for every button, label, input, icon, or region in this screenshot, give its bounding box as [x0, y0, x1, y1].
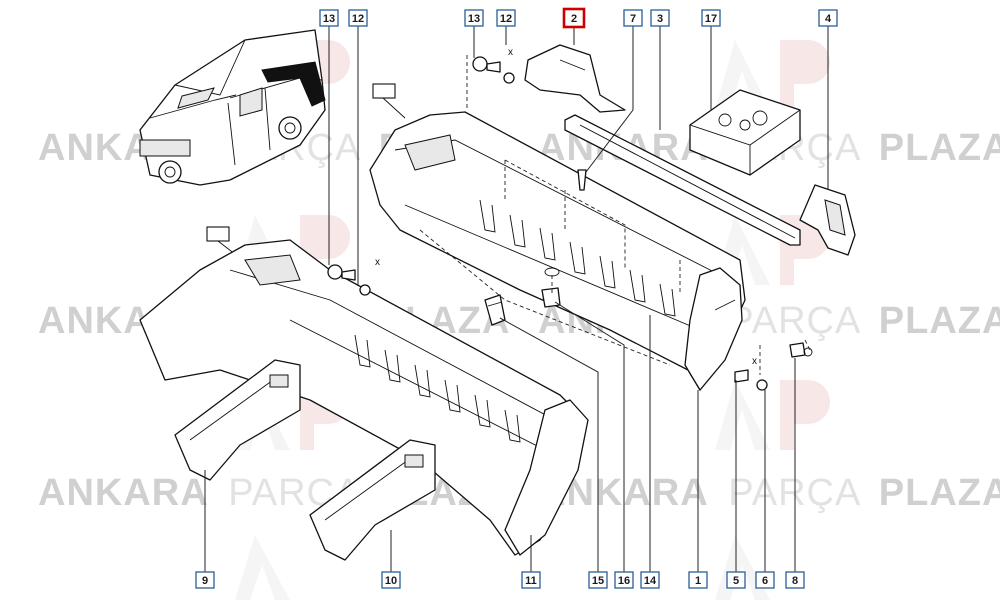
- fastener-top: [472, 56, 515, 84]
- screw-part-7: [577, 169, 587, 191]
- callout-13-top-left[interactable]: 13: [319, 9, 339, 27]
- callout-16[interactable]: 16: [614, 571, 634, 589]
- svg-text:11: 11: [525, 575, 537, 587]
- watermark-logo-6: [715, 380, 830, 450]
- callout-6[interactable]: 6: [755, 571, 775, 589]
- svg-text:3: 3: [657, 13, 663, 25]
- svg-text:4: 4: [825, 13, 832, 25]
- callout-10[interactable]: 10: [381, 571, 401, 589]
- callout-13-top[interactable]: 13: [464, 9, 484, 27]
- x-mark-right: x: [752, 356, 757, 367]
- watermark-logo-2: [715, 40, 830, 110]
- callout-2-highlighted[interactable]: 2: [562, 7, 586, 29]
- svg-text:14: 14: [644, 575, 657, 587]
- reference-tag-lower: [206, 226, 241, 259]
- svg-text:16: 16: [618, 575, 630, 587]
- callout-15[interactable]: 15: [588, 571, 608, 589]
- svg-text:10: 10: [385, 575, 397, 587]
- watermark-row-3-right: ANKARA PARÇA PLAZA: [538, 472, 1000, 514]
- svg-text:1: 1: [695, 575, 701, 587]
- callout-7[interactable]: 7: [623, 9, 643, 27]
- svg-text:7: 7: [630, 13, 636, 25]
- svg-text:5: 5: [733, 575, 739, 587]
- x-mark-left: x: [375, 257, 380, 268]
- svg-text:2: 2: [571, 13, 577, 25]
- svg-text:8: 8: [792, 575, 798, 587]
- svg-text:13: 13: [468, 13, 480, 25]
- callout-1[interactable]: 1: [688, 571, 708, 589]
- callout-11[interactable]: 11: [521, 571, 541, 589]
- side-bracket-part-2: [524, 44, 626, 113]
- rear-bumper-assembly: [369, 111, 746, 391]
- callout-5[interactable]: 5: [726, 571, 746, 589]
- svg-text:15: 15: [592, 575, 604, 587]
- side-panel-part-9: [174, 359, 301, 481]
- svg-text:12: 12: [352, 13, 364, 25]
- upper-reinforcement-bar: [564, 114, 801, 246]
- reference-tag-upper: [372, 83, 406, 119]
- callout-8[interactable]: 8: [785, 571, 805, 589]
- callout-9[interactable]: 9: [195, 571, 215, 589]
- callout-leader-lines: [204, 26, 829, 572]
- watermark-logo-7: [235, 535, 770, 600]
- fastener-right: [734, 342, 813, 391]
- svg-text:12: 12: [500, 13, 512, 25]
- mount-bracket-part-15: [484, 294, 506, 326]
- van-illustration: [139, 29, 326, 186]
- svg-text:9: 9: [202, 575, 208, 587]
- callout-17[interactable]: 17: [701, 9, 721, 27]
- svg-text:6: 6: [762, 575, 768, 587]
- svg-text:17: 17: [705, 13, 717, 25]
- callout-4[interactable]: 4: [818, 9, 838, 27]
- corner-trim-part-4: [799, 184, 856, 256]
- assembly-guide-lines: [419, 55, 811, 375]
- side-panel-part-10: [309, 439, 436, 561]
- fastener-left: [327, 264, 371, 296]
- x-mark-top: x: [508, 47, 513, 58]
- watermark-row-3-left: ANKARA PARÇA PLAZA: [38, 472, 510, 514]
- callout-12-top-left[interactable]: 12: [348, 9, 368, 27]
- callout-3[interactable]: 3: [650, 9, 670, 27]
- svg-text:13: 13: [323, 13, 335, 25]
- callout-14[interactable]: 14: [640, 571, 660, 589]
- callout-12-top[interactable]: 12: [496, 9, 516, 27]
- parts-kit-box: [689, 89, 801, 176]
